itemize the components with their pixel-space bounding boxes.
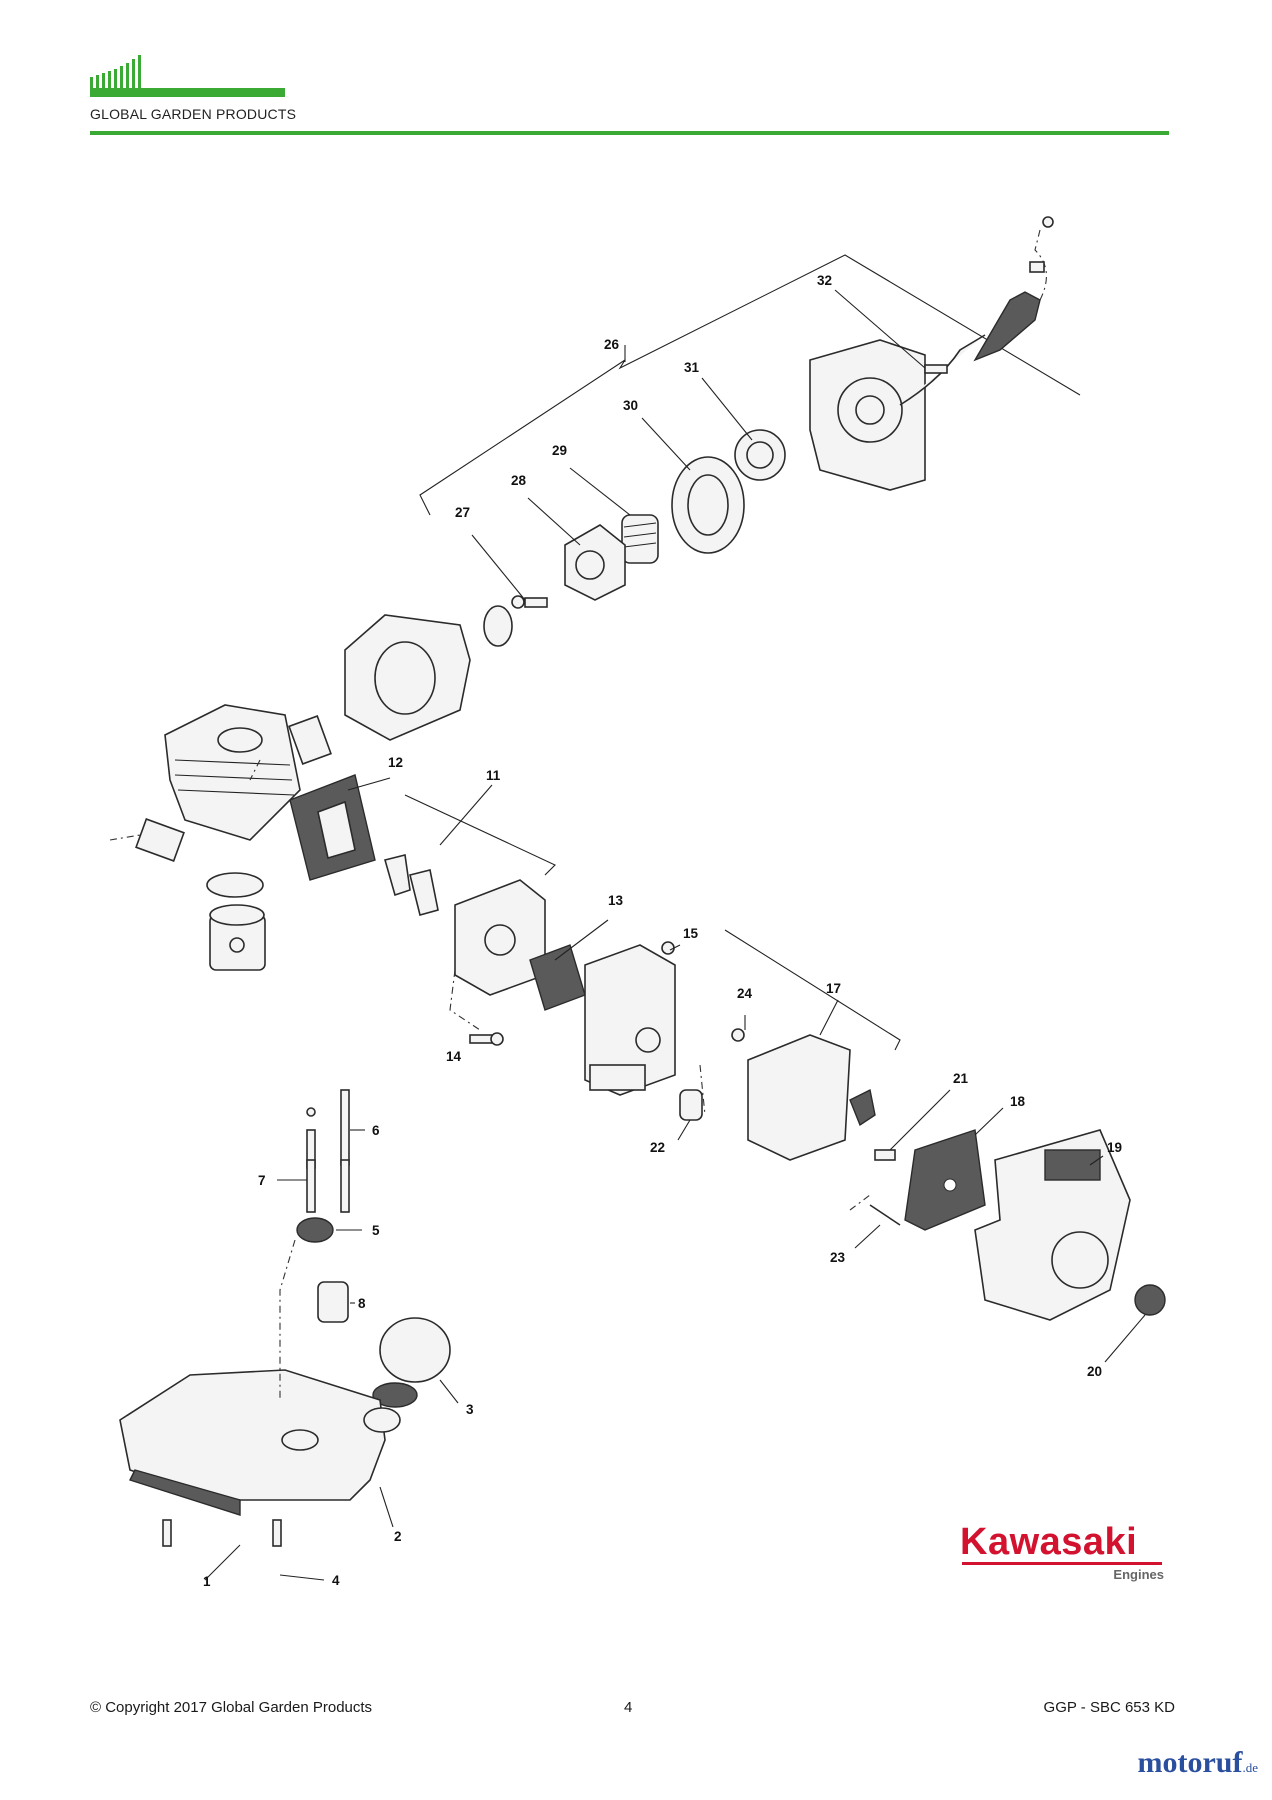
fuel-cap-3 [372,1317,451,1408]
kawasaki-subtitle: Engines [1113,1567,1164,1582]
callout-23: 23 [830,1250,846,1265]
callout-6: 6 [372,1123,380,1138]
clip-24 [731,1028,745,1042]
piston-ring [206,872,264,898]
callout-13: 13 [608,893,624,908]
air-filter-base-17 [747,1034,851,1161]
grommet [306,1107,316,1117]
bracket-11a [384,854,411,897]
carburetor [584,944,676,1096]
starter-handle [973,216,1054,362]
callout-31: 31 [684,360,700,375]
callout-1: 1 [203,1574,211,1589]
screw-15 [661,941,675,955]
footer-copyright: © Copyright 2017 Global Garden Products [90,1699,373,1716]
brand-name: GLOBAL GARDEN PRODUCTS [90,106,297,122]
callout-21: 21 [953,1071,969,1086]
air-filter-18 [904,1129,986,1231]
seal-ring [483,605,513,647]
watermark-suffix: .de [1242,1760,1258,1775]
callout-11: 11 [486,768,501,783]
recoil-spring-31 [734,429,786,481]
callout-28: 28 [511,473,527,488]
callout-12: 12 [388,755,403,770]
fuel-line-6b [340,1159,350,1213]
callout-14: 14 [446,1049,462,1064]
fuel-line-6a [340,1089,350,1166]
spring-29 [621,514,659,564]
callout-26: 26 [604,337,620,352]
o-ring-22 [679,1089,703,1121]
header-divider [90,131,1169,135]
callout-20: 20 [1087,1364,1102,1379]
bracket-11b [409,869,439,916]
grommet-5 [296,1217,334,1243]
callout-15: 15 [683,926,699,941]
callout-22: 22 [650,1140,665,1155]
page-number: 4 [624,1699,633,1716]
cylinder [164,704,301,841]
callout-7: 7 [258,1173,266,1188]
filter-cover-19 [974,1129,1131,1321]
fuel-filter-8 [317,1281,349,1323]
group-bracket-26 [419,254,1081,516]
callout-5: 5 [372,1223,380,1238]
callout-18: 18 [1010,1094,1026,1109]
gasket-small [288,715,332,765]
screw-14 [469,1032,504,1046]
callout-29: 29 [552,443,567,458]
rope-pulley-30 [671,456,745,554]
starter-housing [809,334,986,491]
callout-3: 3 [466,1402,474,1417]
ggp-logo-mark [90,55,290,108]
fuel-tank-2 [119,1369,401,1516]
group-bracket-17 [724,929,901,1051]
screw-23 [869,1204,901,1226]
starter-bolt-32 [924,364,948,374]
kawasaki-underline [962,1562,1162,1565]
watermark-logo: motoruf.de [1137,1746,1258,1780]
kawasaki-logo: Kawasaki Engines [960,1522,1168,1584]
bracket-21 [874,1149,896,1161]
screw-4 [272,1519,282,1547]
kawasaki-wordmark: Kawasaki [960,1521,1138,1563]
callout-32: 32 [817,273,832,288]
callout-2: 2 [394,1529,402,1544]
piston [209,904,266,971]
callout-17: 17 [826,981,841,996]
callout-30: 30 [623,398,638,413]
callout-19: 19 [1107,1140,1122,1155]
cover-knob-20 [1134,1284,1166,1316]
insulator-gasket-12 [289,774,376,881]
callout-27: 27 [455,505,470,520]
choke-lever [849,1088,876,1127]
callout-24: 24 [737,986,753,1001]
screw-1 [162,1519,172,1547]
screw-27 [511,595,548,609]
crankcase-bore [374,641,436,715]
callout-4: 4 [332,1573,340,1588]
callout-8: 8 [358,1296,366,1311]
model-code: GGP - SBC 653 KD [1043,1699,1175,1716]
starter-cup-28 [564,524,626,601]
group-bracket-11 [404,794,556,876]
watermark-text: motoruf [1137,1746,1243,1779]
fuel-line-7b [306,1159,316,1213]
exhaust-gasket [135,818,185,862]
